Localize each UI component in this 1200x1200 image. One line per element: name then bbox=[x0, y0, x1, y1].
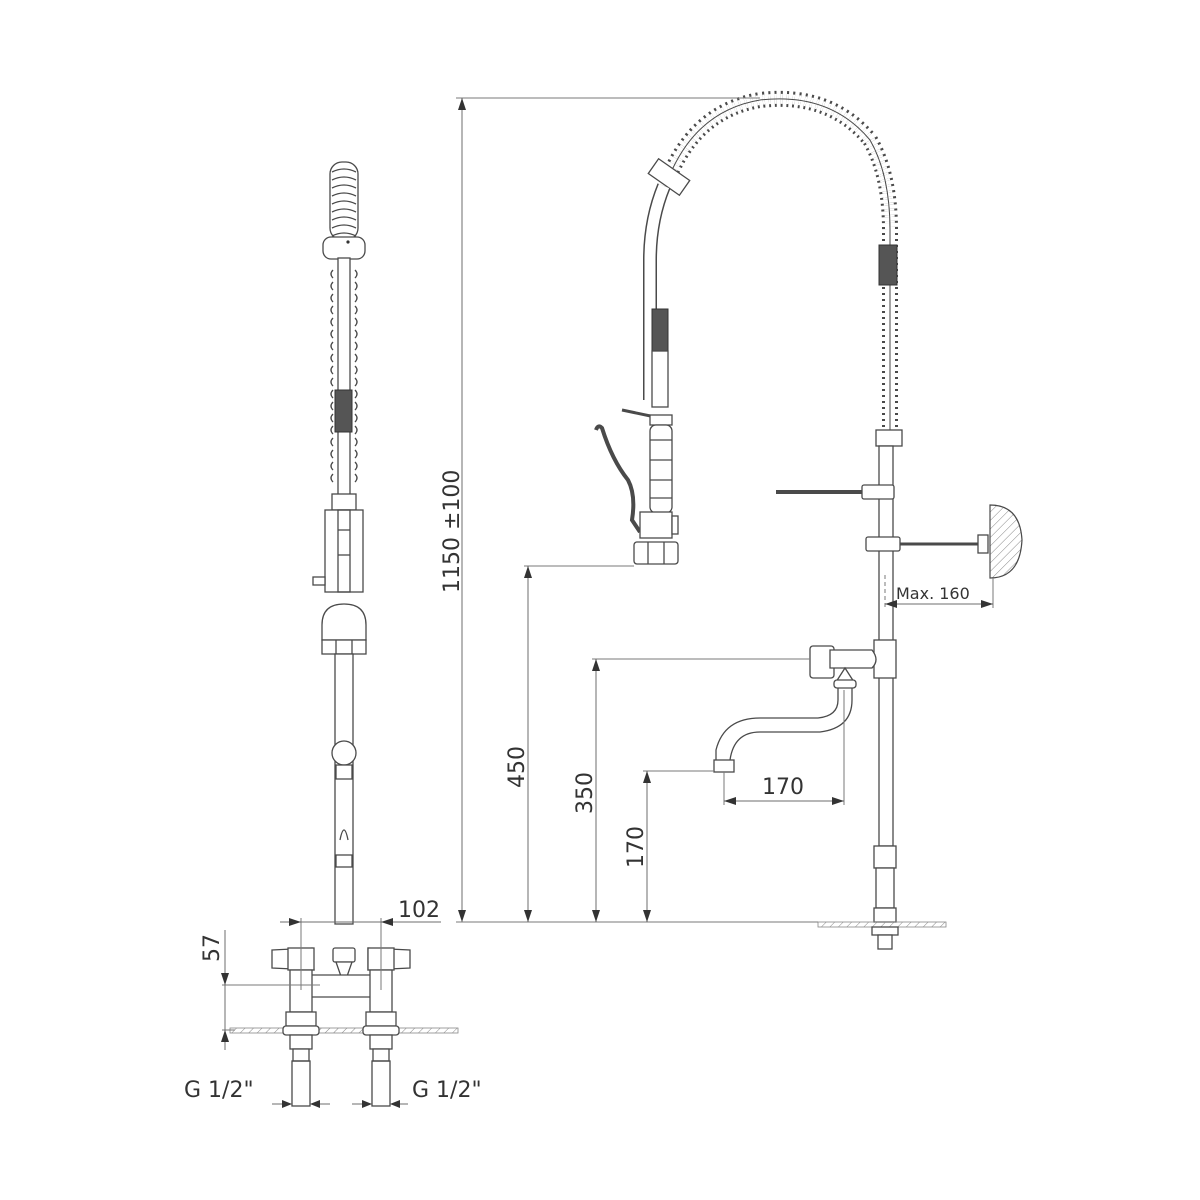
spray-valve bbox=[594, 408, 679, 565]
dual-valve-body bbox=[271, 947, 411, 1013]
tee-fitting bbox=[873, 639, 897, 679]
dim-inlet-thread bbox=[272, 1100, 408, 1108]
dim-label-inlet-spacing: 102 bbox=[398, 898, 440, 923]
dim-wall-bracket bbox=[884, 575, 994, 610]
dim-inlet-spacing bbox=[280, 918, 441, 990]
spring-coils bbox=[330, 269, 358, 483]
spring-top-coil bbox=[329, 161, 359, 241]
dim-label-overall-height: 1150 ±100 bbox=[440, 470, 465, 593]
dim-spout-reach bbox=[723, 690, 845, 805]
spring-collar bbox=[647, 157, 691, 197]
riser-tube bbox=[334, 653, 354, 925]
spring-grip bbox=[878, 244, 898, 286]
clamp-ball bbox=[331, 740, 357, 766]
front-view: 102 57 G 1/2" G 1/2" bbox=[184, 161, 482, 1108]
dim-label-spout-reach: 170 bbox=[762, 775, 804, 800]
inlet-pipe-left bbox=[291, 1060, 311, 1107]
hose bbox=[337, 257, 351, 499]
side-view: Max. 160 1150 ±100 45 bbox=[440, 90, 1023, 950]
collar bbox=[322, 236, 366, 260]
countertop-front bbox=[229, 1027, 459, 1034]
countertop-side bbox=[817, 921, 947, 928]
dim-spray-height bbox=[524, 565, 634, 922]
dim-label-spout-outlet-height: 350 bbox=[573, 772, 598, 814]
spray-head bbox=[321, 603, 367, 641]
wall-section bbox=[989, 504, 1023, 579]
dim-valve-height bbox=[221, 930, 320, 1050]
dim-label-inlet-right: G 1/2" bbox=[412, 1078, 482, 1103]
hose-grip-side bbox=[651, 308, 669, 352]
dim-label-spout-tip-height: 170 bbox=[624, 826, 649, 868]
squeeze-lever[interactable] bbox=[594, 424, 642, 534]
dim-label-inlet-left: G 1/2" bbox=[184, 1078, 254, 1103]
spout-aerator bbox=[713, 759, 735, 773]
hose-grip bbox=[334, 389, 353, 433]
dim-label-spray-height: 450 bbox=[505, 746, 530, 788]
dim-label-valve-height: 57 bbox=[200, 934, 225, 962]
inlet-pipe-right bbox=[371, 1060, 391, 1107]
dim-spout-tip-height bbox=[643, 770, 714, 922]
spray-nozzle bbox=[633, 541, 679, 565]
hook-clamp bbox=[861, 484, 895, 500]
arched-spring bbox=[664, 90, 898, 430]
riser-side bbox=[875, 429, 903, 447]
dim-overall-height bbox=[456, 97, 818, 923]
swivel-spout bbox=[715, 688, 853, 762]
wall-bracket-clamp bbox=[865, 536, 901, 552]
dim-spout-outlet-height bbox=[592, 658, 810, 922]
dim-label-wall-bracket: Max. 160 bbox=[896, 584, 970, 603]
